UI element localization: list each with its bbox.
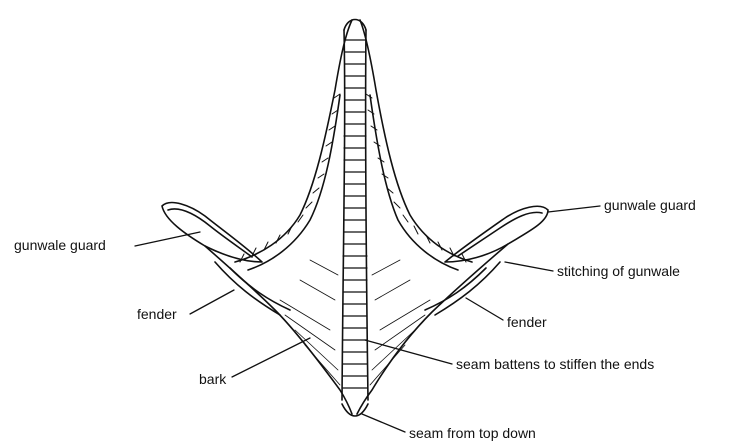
leader-bark — [231, 337, 311, 378]
label-gunwale-guard-left: gunwale guard — [14, 237, 106, 253]
left-gunwale-guard — [161, 201, 263, 263]
label-seam-battens: seam battens to stiffen the ends — [456, 356, 655, 372]
leader-gunwale-left — [134, 231, 201, 247]
leader-gunwale-right — [547, 205, 601, 213]
label-fender-left: fender — [137, 306, 177, 322]
leader-seam — [361, 413, 406, 433]
leader-battens — [364, 339, 453, 365]
right-gunwale-guard — [444, 205, 549, 263]
label-fender-right: fender — [507, 314, 547, 330]
label-stitching-of-gunwale: stitching of gunwale — [557, 263, 680, 279]
label-bark: bark — [199, 371, 227, 387]
leader-stitching — [504, 261, 554, 272]
leader-fender-right — [465, 297, 504, 321]
leader-fender-left — [189, 289, 235, 315]
label-seam-from-top-down: seam from top down — [409, 425, 536, 441]
label-gunwale-guard-right: gunwale guard — [604, 197, 696, 213]
